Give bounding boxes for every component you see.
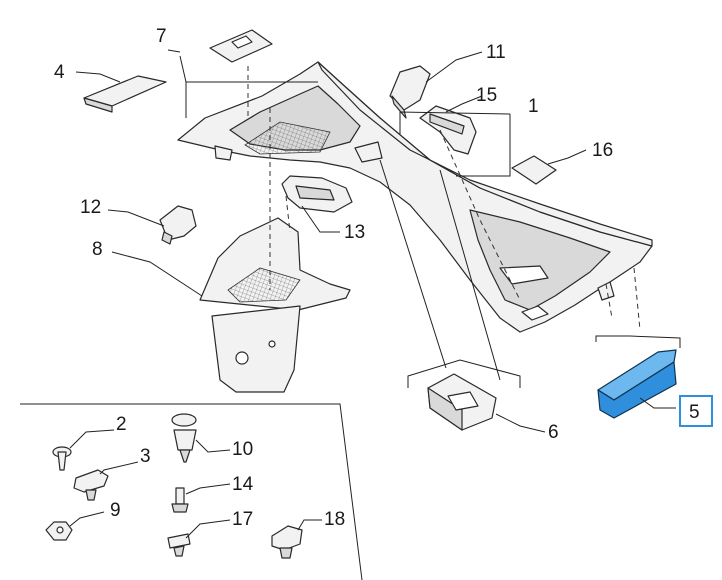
leader-lines [20,49,681,580]
callout-16: 16 [592,140,613,161]
part-6-guide-lines [379,159,501,381]
callout-1: 1 [528,96,539,117]
screw-part-2[interactable] [52,446,72,471]
cover-plate-part-7[interactable] [209,29,273,63]
callout-9: 9 [110,500,121,521]
highlighted-part-5[interactable] [597,349,677,419]
callout-15: 15 [476,85,497,106]
callout-5: 5 [689,402,700,423]
callout-labels: 1 2 3 4 5 6 7 8 9 10 11 12 13 14 15 16 1… [54,26,700,530]
bracket-part-15[interactable] [419,105,477,155]
bracket-part-11[interactable] [389,65,431,119]
callout-6: 6 [548,422,559,443]
cowl-panel-part-1[interactable] [177,61,653,333]
nut-part-9[interactable] [45,521,73,541]
water-box-part-8[interactable] [199,217,351,393]
cap-part-16[interactable] [511,155,557,185]
callout-17: 17 [232,509,253,530]
assembly-axes [247,66,641,331]
callout-18: 18 [324,509,345,530]
callout-8: 8 [92,239,103,260]
callout-14: 14 [232,474,254,495]
callout-12: 12 [80,197,101,218]
clip-part-18[interactable] [271,525,303,559]
pad-part-4[interactable] [83,75,167,113]
clip-part-12[interactable] [159,205,197,245]
callout-11: 11 [486,42,506,63]
duct-part-13[interactable] [281,175,353,213]
callout-4: 4 [54,62,65,83]
highlight-box [679,395,713,427]
block-part-6[interactable] [427,373,497,431]
callout-7: 7 [156,26,167,47]
callout-10: 10 [232,439,253,460]
push-pin-part-10[interactable] [171,413,197,463]
plug-part-17[interactable] [167,533,191,557]
stud-part-14[interactable] [171,487,189,513]
clip-part-3[interactable] [73,469,109,501]
callout-13: 13 [344,222,365,243]
callout-2: 2 [116,414,127,435]
callout-3: 3 [140,446,151,467]
